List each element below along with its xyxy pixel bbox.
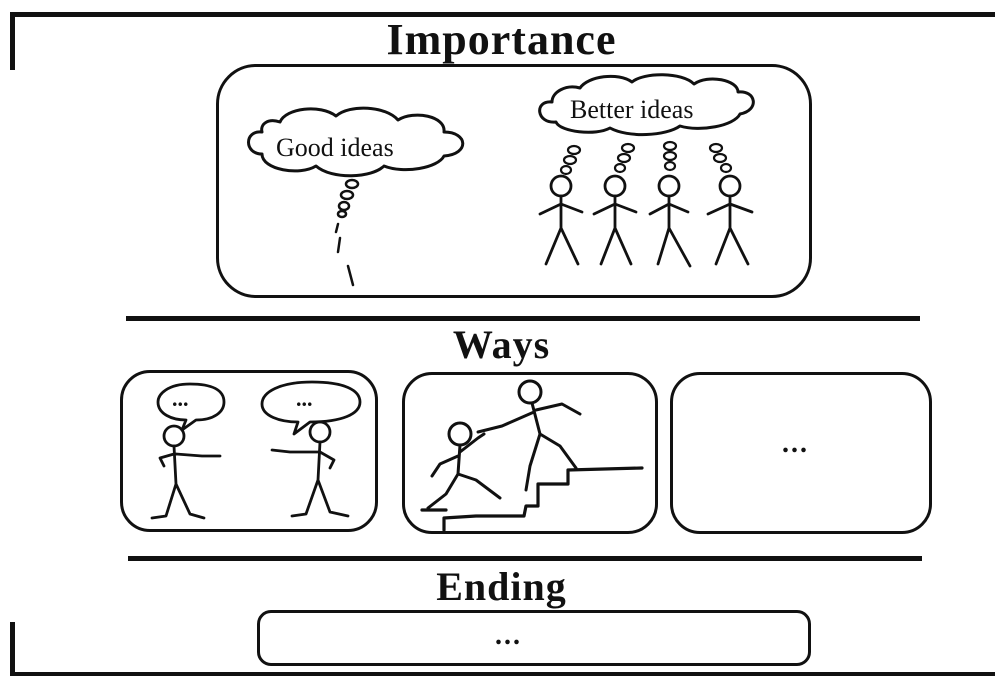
ending-ellipsis: ... [495,620,522,651]
better-ideas-label: Better ideas [570,95,693,124]
stairs-icon [420,466,644,532]
ending-heading: Ending [436,564,567,609]
stick-figure-icon [648,174,692,268]
stick-figure-group [538,140,754,268]
importance-heading: Importance [386,15,617,64]
stick-figure-icon [476,379,582,492]
speech-dots-right: ... [296,386,313,411]
ways-heading: Ways [452,322,551,367]
stick-figure-icon [426,421,502,510]
thought-trail-icon [559,140,733,176]
good-ideas-label: Good ideas [276,133,394,162]
ending-panel [257,610,811,666]
section-divider-1 [126,316,920,321]
speech-bubble-icon [260,380,362,436]
stick-figure-icon [150,424,222,520]
speech-dots-left: ... [172,386,189,411]
stick-figure-icon [538,174,584,266]
stick-figure-icon [270,420,350,518]
frame-left-border [10,12,15,70]
stick-figure-icon [706,174,754,266]
frame-left-border-lower [10,622,15,674]
way-panel-more [670,372,932,534]
stick-figure-icon [592,174,638,266]
speech-bubble-icon [156,382,226,432]
frame-bottom-border [10,672,995,676]
thought-cloud-icon [538,73,755,137]
thought-trail-icon [334,178,360,287]
way-panel-talk [120,370,378,532]
thought-cloud-icon [247,106,465,178]
section-divider-2 [128,556,922,561]
importance-panel [216,64,812,298]
frame-top-border [10,12,995,17]
way-more-ellipsis: ... [782,428,809,459]
